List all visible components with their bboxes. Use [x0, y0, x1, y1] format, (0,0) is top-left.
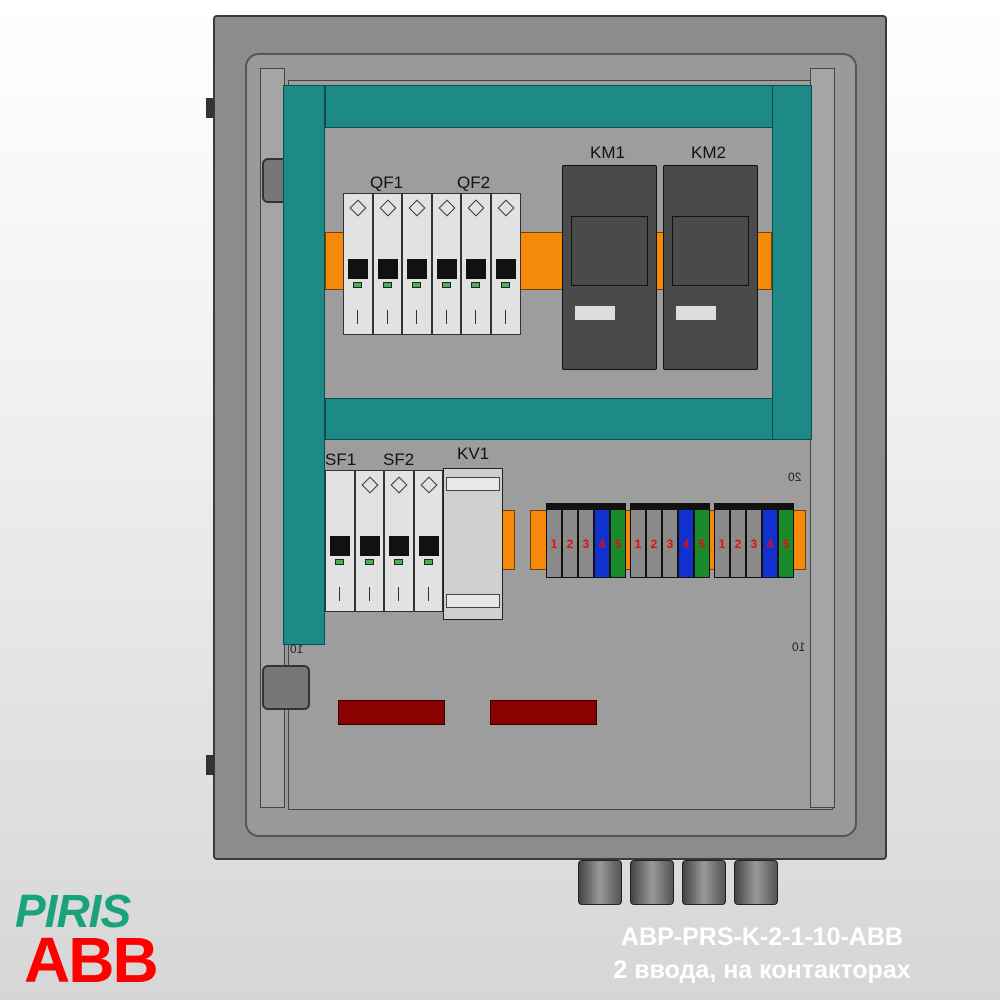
cable-duct-top [325, 85, 812, 128]
breaker-pole[interactable] [402, 193, 432, 335]
terminal[interactable]: 3 [662, 509, 678, 578]
cable-glands [578, 860, 778, 905]
breaker-pole[interactable] [384, 470, 414, 612]
sf-breakers [325, 470, 443, 612]
qf-breakers [343, 193, 521, 335]
terminal[interactable]: 3 [746, 509, 762, 578]
terminal[interactable]: 2 [562, 509, 578, 578]
km2-label: KM2 [691, 143, 726, 162]
terminal[interactable]: 3 [578, 509, 594, 578]
breaker-pole[interactable] [413, 470, 443, 612]
busbar [338, 700, 445, 725]
sf1-label: SF1 [325, 450, 357, 469]
qf1-label: QF1 [370, 173, 404, 192]
scale-mark: 20 [788, 470, 802, 484]
piris-logo: PIRIS [15, 885, 131, 937]
abb-logo: ABB [24, 924, 159, 996]
breaker-pole[interactable] [490, 193, 521, 335]
contactor-km1[interactable] [562, 165, 657, 370]
cable-duct-left [283, 85, 325, 645]
cable-gland [578, 860, 622, 905]
terminal[interactable]: 1 [714, 509, 730, 578]
breaker-pole[interactable] [325, 470, 355, 612]
km1-label: KM1 [590, 143, 625, 162]
side-rail-right [810, 68, 835, 808]
breaker-pole[interactable] [354, 470, 384, 612]
contactor-km2[interactable] [663, 165, 758, 370]
cable-gland-side [262, 665, 310, 710]
terminal[interactable]: 1 [546, 509, 562, 578]
terminal[interactable]: 5 [610, 509, 626, 578]
terminal[interactable]: 5 [778, 509, 794, 578]
hinge [206, 98, 214, 118]
kv1-label: KV1 [457, 444, 490, 463]
qf2-label: QF2 [457, 173, 491, 192]
terminal[interactable]: 4 [594, 509, 610, 578]
product-code: ABP-PRS-K-2-1-10-ABB [621, 923, 903, 951]
scale-mark: 10 [792, 640, 806, 654]
breaker-pole[interactable] [372, 193, 403, 335]
busbar [490, 700, 597, 725]
breaker-pole[interactable] [461, 193, 491, 335]
sf2-label: SF2 [383, 450, 415, 469]
terminal[interactable]: 5 [694, 509, 710, 578]
terminal[interactable]: 2 [730, 509, 746, 578]
voltage-relay-kv1[interactable] [443, 468, 503, 620]
cable-gland [630, 860, 674, 905]
terminal[interactable]: 4 [678, 509, 694, 578]
breaker-pole[interactable] [343, 193, 373, 335]
terminal[interactable]: 2 [646, 509, 662, 578]
product-subtitle: 2 ввода, на контакторах [613, 956, 911, 984]
cable-gland [682, 860, 726, 905]
scale-mark: 10 [290, 642, 304, 656]
terminal[interactable]: 1 [630, 509, 646, 578]
terminal[interactable]: 4 [762, 509, 778, 578]
cable-duct-middle [325, 398, 812, 440]
hinge [206, 755, 214, 775]
cable-duct-right [772, 85, 812, 440]
cable-gland [734, 860, 778, 905]
breaker-pole[interactable] [431, 193, 462, 335]
